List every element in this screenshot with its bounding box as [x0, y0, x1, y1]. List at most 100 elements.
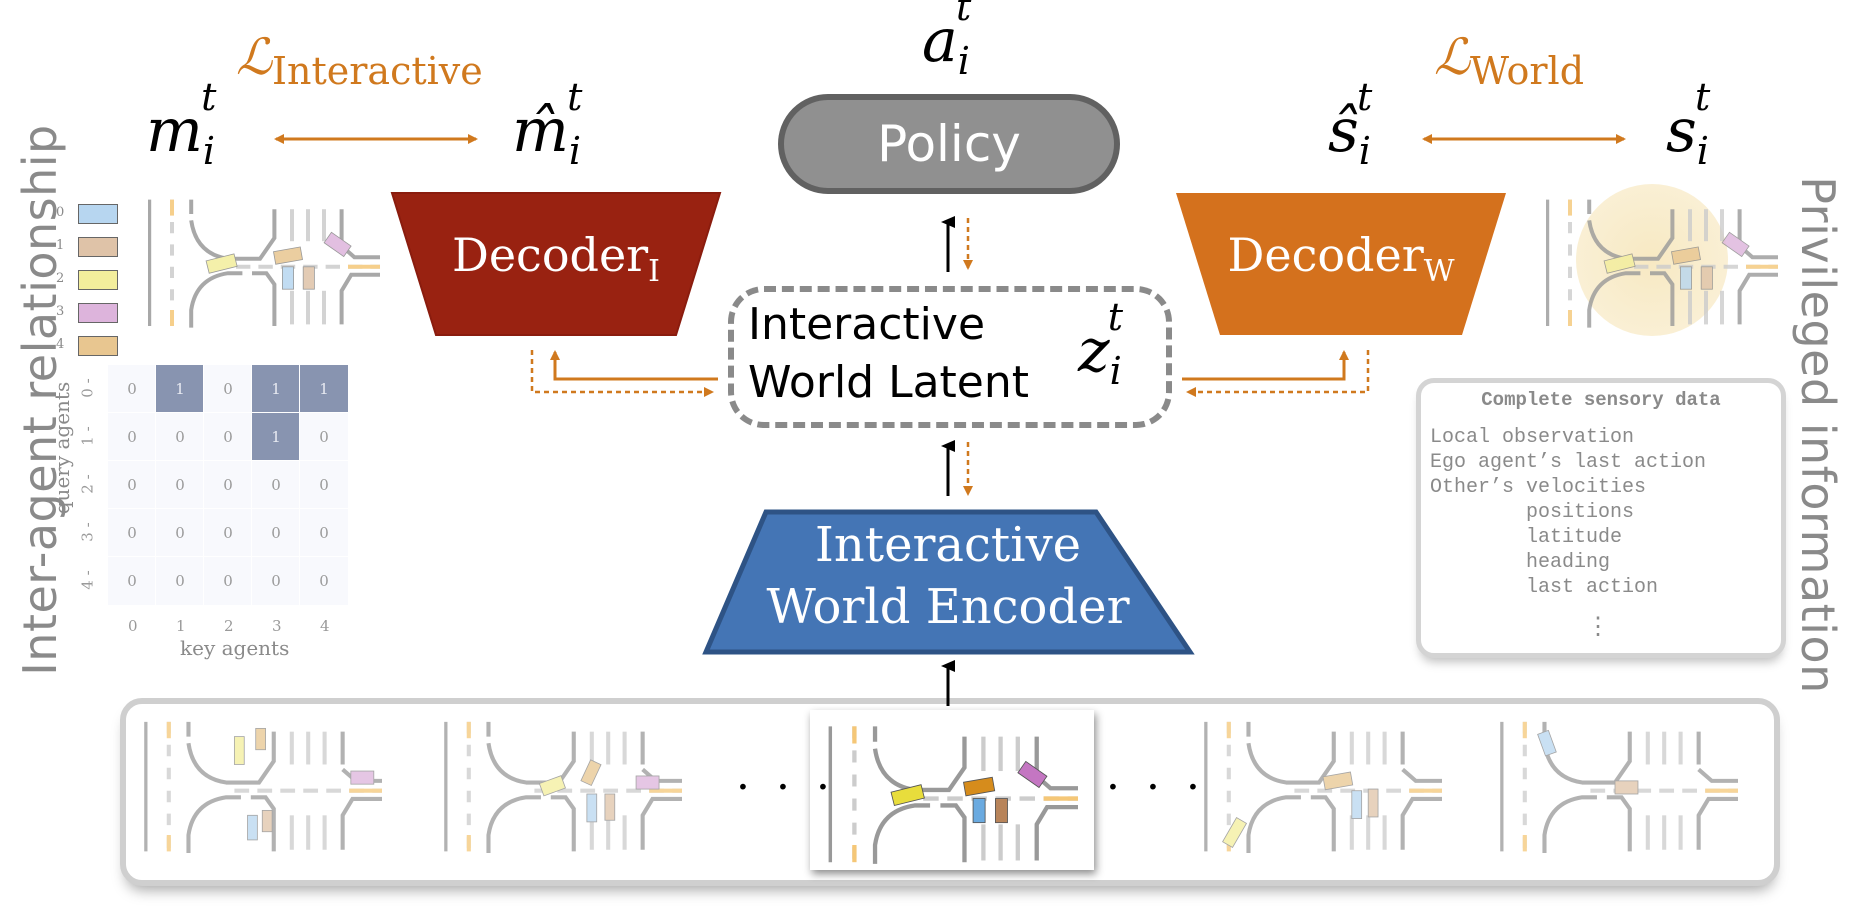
heatmap-cell: 0 [107, 556, 157, 606]
latent-label: Interactive World Latent [748, 296, 1029, 412]
var-sub: i [1109, 349, 1122, 393]
var-m-hat: m̂it [512, 78, 582, 170]
heatmap-ytick: 3 - [78, 522, 97, 542]
heatmap-cell: 0 [203, 460, 253, 510]
current-frame-card [810, 710, 1094, 870]
decoder-i-subscript: I [648, 254, 661, 290]
legend-agent-id: 0 [56, 205, 65, 220]
heatmap-cell: 0 [155, 508, 205, 558]
heatmap-xtick: 1 [176, 617, 186, 635]
loss-symbol: ℒ [236, 28, 273, 86]
var-sub: i [1696, 129, 1709, 173]
heatmap-cell: 0 [203, 556, 253, 606]
heatmap-xtick: 2 [224, 617, 234, 635]
legend-agent-id: 2 [56, 271, 65, 286]
var-sup: t [201, 75, 217, 119]
encoder-block: Interactive World Encoder [706, 514, 1190, 638]
heatmap-ytick: 4 - [78, 570, 97, 590]
heatmap-cell: 0 [251, 556, 301, 606]
sensory-item: positions [1430, 501, 1635, 524]
legend-agent-swatch [78, 270, 118, 290]
loss-symbol: ℒ [1434, 28, 1471, 86]
timeline-ellipsis-right: · · · [1106, 762, 1206, 813]
heatmap-ytick: 0 - [78, 378, 97, 398]
var-s: sit [1666, 78, 1710, 173]
interactive-world-latent-box [728, 286, 1172, 428]
decoder-i-shape [390, 192, 722, 336]
heatmap-cell: 0 [203, 364, 253, 414]
heatmap-ylabel: query agents [50, 381, 74, 515]
left-intersection-scene [148, 199, 381, 328]
var-base: s [1666, 96, 1697, 166]
heatmap-ytick: 2 - [78, 474, 97, 494]
heatmap-cell: 0 [107, 364, 157, 414]
latent-to-decoder-i-arrow [550, 350, 718, 381]
legend-agent-swatch [78, 237, 118, 257]
var-base: z [1078, 316, 1110, 386]
var-m: mit [146, 78, 216, 173]
latent-line2: World Latent [748, 357, 1030, 408]
heatmap-xtick: 3 [272, 617, 282, 635]
decoder-i-label: Decoder [451, 228, 649, 282]
timeline-frame-5 [1502, 722, 1738, 853]
complete-sensory-data-box [1416, 378, 1786, 658]
sensory-item: Other’s velocities [1430, 476, 1647, 499]
sensory-item: latitude [1430, 526, 1623, 549]
heatmap-cell: 0 [299, 508, 349, 558]
var-base: ŝ [1328, 96, 1359, 166]
heatmap-xlabel: key agents [180, 636, 290, 660]
heatmap-ytick: 1 - [78, 426, 97, 446]
heatmap-cell: 0 [155, 556, 205, 606]
heatmap-cell: 0 [155, 460, 205, 510]
var-sup: t [1356, 75, 1373, 119]
right-intersection-scene [1548, 200, 1778, 328]
sensory-title: Complete sensory data [1481, 389, 1721, 411]
heatmap-cell: 0 [203, 508, 253, 558]
timeline-frame-1 [146, 722, 382, 853]
heatmap-cell: 0 [299, 412, 349, 462]
timeline-frame-4 [1206, 722, 1442, 853]
var-s-hat: ŝit [1328, 78, 1372, 173]
loss-subscript: Interactive [272, 49, 483, 93]
var-sub: i [957, 39, 970, 83]
timeline-frame-2 [446, 722, 682, 853]
legend-agent-swatch [78, 204, 118, 224]
decoder-w-block: DecoderW [1176, 228, 1506, 289]
decoder-w-shape [1176, 193, 1506, 335]
latent-to-decoder-w-arrow [1182, 350, 1349, 381]
legend-agent-id: 4 [56, 337, 65, 352]
decoder-i-grad-arrow [530, 350, 714, 397]
heatmap-cell: 1 [299, 364, 349, 414]
policy-block: Policy [778, 94, 1120, 194]
timeline-ellipsis-left: · · · [736, 762, 836, 813]
heatmap-cell: 1 [251, 364, 301, 414]
heatmap-xtick: 4 [320, 617, 330, 635]
var-a: ait [922, 0, 971, 83]
encoder-line2: World Encoder [766, 579, 1130, 635]
decoder-w-subscript: W [1423, 254, 1455, 290]
decoder-i-block: DecoderI [392, 228, 720, 289]
decoder-w-label: Decoder [1227, 228, 1424, 282]
heatmap-cell: 0 [107, 460, 157, 510]
heatmap-cell: 0 [299, 556, 349, 606]
heatmap-cell: 1 [251, 412, 301, 462]
heatmap-cell: 0 [251, 460, 301, 510]
var-z: zit [1078, 298, 1123, 393]
var-sup: t [1107, 295, 1124, 339]
encoder-shape [702, 509, 1195, 655]
policy-label: Policy [877, 115, 1021, 173]
var-sub: i [202, 129, 216, 173]
var-sub: i [1358, 129, 1371, 173]
var-sup: t [955, 0, 972, 29]
latent-line1: Interactive [748, 299, 986, 350]
heatmap-cell: 0 [251, 508, 301, 558]
heatmap-xtick: 0 [128, 617, 138, 635]
var-sup: t [567, 75, 583, 119]
var-base: m [146, 96, 203, 166]
var-base: m̂ [512, 96, 569, 166]
heatmap-cell: 0 [107, 412, 157, 462]
heatmap-cell: 0 [299, 460, 349, 510]
sensory-ellipsis: ⋮ [1586, 615, 1610, 642]
decoder-w-grad-arrow [1186, 350, 1370, 397]
